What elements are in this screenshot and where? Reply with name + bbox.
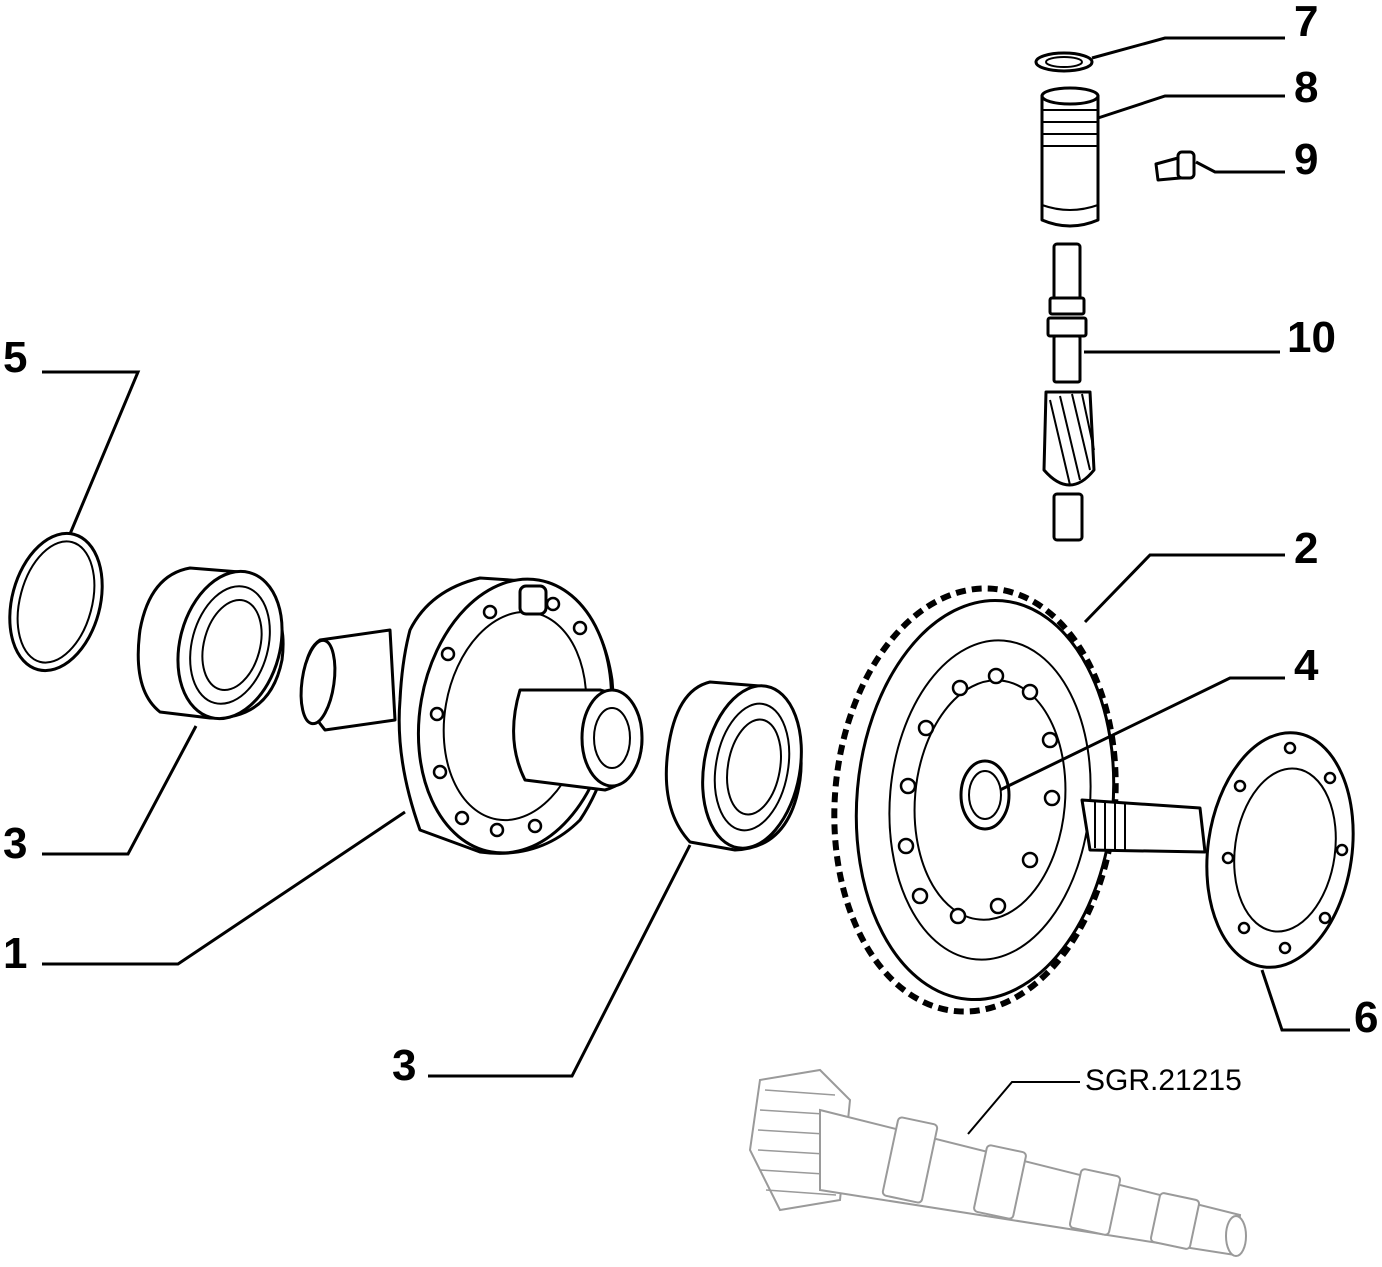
callout-9: 9	[1294, 135, 1318, 184]
part-3-bearing-middle	[664, 680, 803, 852]
callout-1: 1	[3, 929, 27, 978]
callout-labels: 7 8 9 10 2 4 5 3 1 3 6 SGR.21215	[3, 0, 1378, 1097]
callout-3-middle: 3	[392, 1041, 416, 1090]
leader-6	[1260, 969, 1350, 1032]
callout-6: 6	[1354, 993, 1378, 1042]
callout-2: 2	[1294, 524, 1318, 573]
leader-lines	[42, 36, 1350, 1135]
part-1-differential-housing	[299, 576, 644, 855]
part-7-washer	[1034, 51, 1094, 73]
part-9-bolt	[1154, 150, 1196, 182]
leader-2	[1083, 553, 1285, 624]
leader-4	[999, 676, 1285, 792]
leader-3a	[42, 725, 198, 856]
part-10-drive-shaft	[1042, 242, 1096, 542]
callout-4: 4	[1294, 641, 1319, 690]
leader-9	[1195, 160, 1285, 174]
leader-7	[1091, 36, 1285, 60]
part-5-snap-ring	[8, 531, 104, 673]
part-8-sleeve	[1040, 86, 1100, 228]
leader-3b	[428, 844, 692, 1078]
part-4-circlip	[959, 759, 1011, 831]
part-3-bearing-left	[136, 566, 285, 721]
drawing-reference: SGR.21215	[1085, 1064, 1242, 1097]
leader-ref	[967, 1081, 1080, 1135]
reference-pinion-shaft	[748, 1068, 1247, 1257]
leader-1	[42, 810, 406, 966]
callout-8: 8	[1294, 63, 1318, 112]
callout-5: 5	[3, 333, 27, 382]
leader-5	[42, 370, 141, 535]
part-6-output-flange	[1080, 731, 1355, 969]
callout-3-left: 3	[3, 819, 27, 868]
callout-7: 7	[1294, 0, 1318, 46]
callout-10: 10	[1287, 313, 1336, 362]
leader-8	[1097, 94, 1285, 120]
